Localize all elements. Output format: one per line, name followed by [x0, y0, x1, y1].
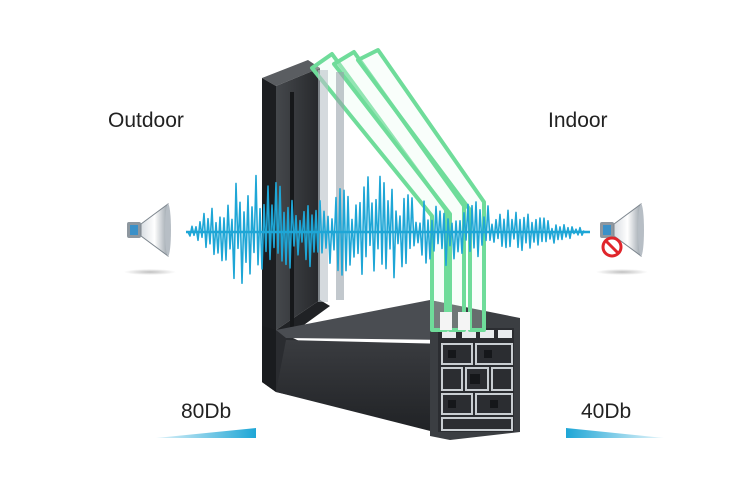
sound-wave [186, 174, 590, 284]
outdoor-label: Outdoor [108, 109, 184, 132]
sound-wave-path [187, 174, 585, 284]
outdoor-decibel-label: 80Db [181, 400, 232, 423]
outdoor-level-bar [156, 428, 256, 438]
glass-spacer [318, 70, 470, 330]
indoor-level-bar [566, 428, 664, 438]
outdoor-speaker-icon [124, 203, 176, 275]
no-sound-icon [601, 236, 623, 258]
indoor-decibel-label: 40Db [581, 400, 632, 423]
indoor-label: Indoor [548, 109, 608, 132]
indoor-speaker-icon [596, 203, 648, 275]
window-frame [262, 60, 520, 440]
